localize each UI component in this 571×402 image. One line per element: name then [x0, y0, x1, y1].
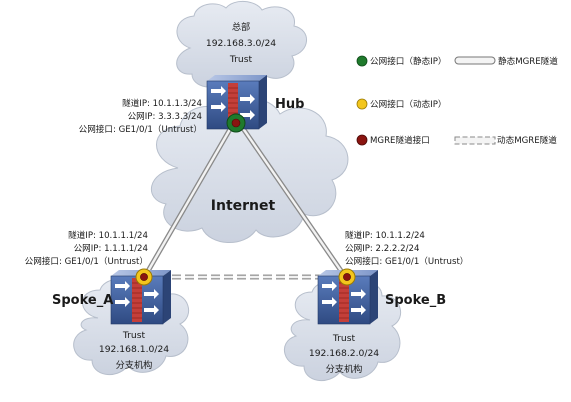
- spoke-a-zone: Trust: [122, 330, 146, 341]
- legend: 公网接口（静态IP） 静态MGRE隧道 公网接口（动态IP） MGRE隧道接口 …: [356, 55, 558, 146]
- legend-dynamic-port-label: 公网接口（动态IP）: [370, 98, 446, 110]
- spoke-a-tunnel-ip: 隧道IP: 10.1.1.1/24: [68, 229, 148, 241]
- hub-public-ip: 公网IP: 3.3.3.3/24: [128, 111, 202, 122]
- spoke-a-site: 分支机构: [116, 359, 153, 371]
- spoke-b-tunnel-ip: 隧道IP: 10.1.1.2/24: [345, 229, 425, 241]
- static-tunnel-hub-spoke-b: [237, 121, 349, 281]
- spoke-b-network: 192.168.2.0/24: [309, 348, 379, 359]
- spoke-a-firewall-device: [110, 270, 171, 325]
- legend-static-tunnel-label: 静态MGRE隧道: [498, 55, 558, 67]
- hub-public-port-static: [226, 113, 246, 133]
- legend-static-tunnel-icon: [454, 56, 496, 65]
- spoke-b-public-if: 公网接口: GE1/0/1（Untrust）: [345, 255, 468, 267]
- legend-dynamic-tunnel-entry: 动态MGRE隧道: [454, 134, 557, 146]
- spoke-a-network: 192.168.1.0/24: [99, 344, 169, 355]
- hq-cloud: [176, 1, 307, 89]
- hq-zone: Trust: [229, 54, 253, 65]
- legend-dynamic-tunnel-label: 动态MGRE隧道: [497, 134, 557, 146]
- legend-static-tunnel-entry: 静态MGRE隧道: [454, 55, 558, 67]
- hq-name: 总部: [232, 21, 250, 33]
- spoke-a-label: Spoke_A: [52, 293, 113, 308]
- legend-mgre-if-label: MGRE隧道接口: [370, 134, 430, 146]
- hub-tunnel-ip: 隧道IP: 10.1.1.3/24: [122, 97, 202, 109]
- spoke-a-public-ip: 公网IP: 1.1.1.1/24: [74, 243, 148, 254]
- spoke-b-label: Spoke_B: [385, 293, 446, 308]
- spoke-b-site: 分支机构: [326, 363, 363, 375]
- legend-static-port-label: 公网接口（静态IP）: [370, 55, 446, 67]
- legend-dynamic-tunnel-icon: [454, 136, 496, 145]
- spoke-b-public-ip: 公网IP: 2.2.2.2/24: [345, 243, 419, 254]
- spoke-b-public-port-dynamic: [338, 268, 356, 286]
- hub-label: Hub: [275, 97, 304, 112]
- hq-network: 192.168.3.0/24: [206, 38, 276, 49]
- legend-static-port-entry: 公网接口（静态IP）: [356, 55, 446, 67]
- spoke-b-zone: Trust: [332, 333, 356, 344]
- legend-dynamic-port-entry: 公网接口（动态IP）: [356, 98, 446, 110]
- legend-yellow-port-icon: [356, 98, 368, 110]
- spoke-a-public-port-dynamic: [135, 268, 153, 286]
- hub-public-if: 公网接口: GE1/0/1（Untrust）: [79, 123, 202, 135]
- legend-darkred-port-icon: [356, 134, 368, 146]
- legend-green-port-icon: [356, 55, 368, 67]
- legend-mgre-if-entry: MGRE隧道接口: [356, 134, 430, 146]
- internet-label: Internet: [211, 198, 276, 214]
- spoke-a-public-if: 公网接口: GE1/0/1（Untrust）: [25, 255, 148, 267]
- static-tunnel-hub-spoke-a: [141, 121, 236, 281]
